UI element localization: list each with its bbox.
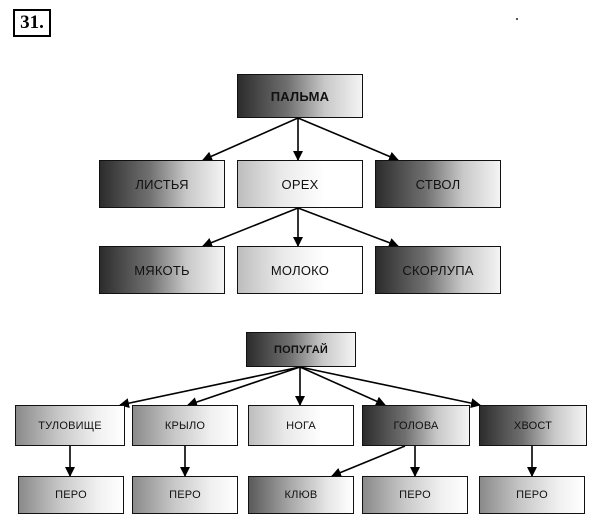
task-number: 31. [13, 9, 51, 37]
arrow-popugai-tulovische [119, 366, 301, 409]
node-moloko: МОЛОКО [237, 246, 363, 294]
node-hvost: ХВОСТ [479, 405, 587, 446]
arrow-oreh-skorlupa [297, 207, 399, 248]
node-popugai: ПОПУГАЙ [246, 332, 356, 367]
arrow-palma-listya [202, 117, 299, 161]
node-hvost-pero: ПЕРО [479, 476, 585, 514]
arrow-popugai-hvost [299, 366, 481, 409]
arrow-oreh-myakot [202, 207, 299, 248]
node-myakot: МЯКОТЬ [99, 246, 225, 294]
node-krylo-pero: ПЕРО [132, 476, 238, 514]
node-listya: ЛИСТЬЯ [99, 160, 225, 208]
arrow-popugai-krylo [187, 366, 301, 407]
node-golova-pero: ПЕРО [362, 476, 468, 514]
arrow-palma-stvol [297, 117, 399, 162]
node-noga: НОГА [248, 405, 354, 446]
arrow-golova-klyuv [331, 445, 406, 478]
node-golova: ГОЛОВА [362, 405, 470, 446]
node-oreh: ОРЕХ [237, 160, 363, 208]
node-klyuv: КЛЮВ [248, 476, 354, 514]
node-tulovische: ТУЛОВИЩЕ [15, 405, 125, 446]
node-palma: ПАЛЬМА [237, 74, 363, 118]
node-skorlupa: СКОРЛУПА [375, 246, 501, 294]
arrow-popugai-golova [299, 366, 386, 406]
node-stvol: СТВОЛ [375, 160, 501, 208]
node-krylo: КРЫЛО [132, 405, 238, 446]
stray-dot [516, 18, 518, 20]
node-tulovische-pero: ПЕРО [18, 476, 124, 514]
